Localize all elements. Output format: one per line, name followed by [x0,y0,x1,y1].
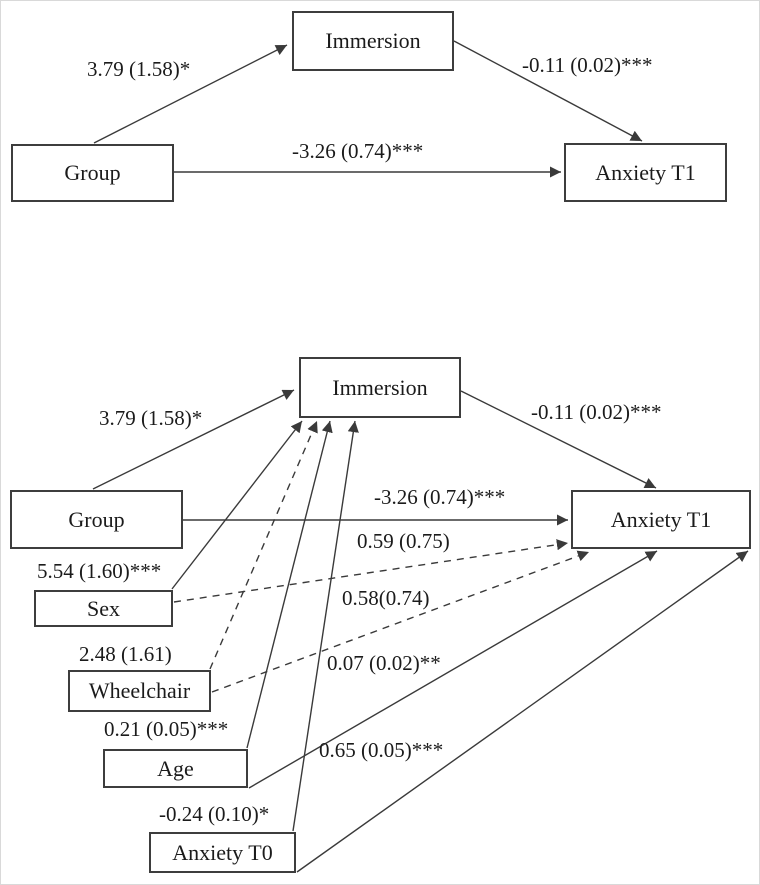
node-label: Sex [87,595,120,621]
node-label: Group [68,506,125,532]
node-top-anxiety-t1: Anxiety T1 [564,143,727,202]
arrow-top-group-to-immersion [93,44,288,144]
node-label: Wheelchair [88,678,191,703]
node-top-immersion: Immersion [292,11,454,71]
edge-label-top-group-immersion: 3.79 (1.58)* [87,57,191,81]
arrow-wheelchair-to-immersion [209,420,318,670]
edge-label-top-immersion-anxiety-t1: -0.11 (0.02)*** [522,53,653,77]
edge-label-age-immersion: 0.21 (0.05)*** [104,717,229,741]
arrow-age-to-anxiety-t1 [248,550,658,789]
node-sex: Sex [34,590,173,627]
node-label: Immersion [332,374,428,400]
arrow-sex-to-anxiety-t1 [173,539,569,603]
arrow-anxiety-t0-to-anxiety-t1 [296,550,749,873]
edge-label-wheelchair-immersion: 2.48 (1.61) [79,642,172,666]
arrow-top-immersion-to-anxiety-t1 [453,40,643,142]
arrow-age-to-immersion [246,420,333,749]
edge-label-age-anxiety-t1: 0.07 (0.02)** [327,651,441,675]
node-label: Anxiety T1 [610,506,712,532]
edge-label-anxiety-t0-anxiety-t1: 0.65 (0.05)*** [319,738,444,762]
node-anxiety-t0: Anxiety T0 [149,832,296,873]
node-label: Age [157,755,194,781]
edge-label-bottom-immersion-anxiety-t1: -0.11 (0.02)*** [531,400,662,424]
arrow-bottom-immersion-to-anxiety-t1 [460,390,657,489]
arrow-bottom-group-to-immersion [92,389,295,490]
node-bottom-group: Group [10,490,183,549]
node-bottom-immersion: Immersion [299,357,461,418]
arrow-wheelchair-to-anxiety-t1 [211,550,590,693]
arrow-anxiety-t0-to-immersion [292,420,359,832]
edge-label-top-group-anxiety-t1: -3.26 (0.74)*** [292,139,424,163]
node-top-group: Group [11,144,174,202]
edge-label-bottom-group-immersion: 3.79 (1.58)* [99,406,203,430]
edge-label-sex-immersion: 5.54 (1.60)*** [37,559,162,583]
node-label: Immersion [325,28,421,53]
edge-label-bottom-group-anxiety-t1: -3.26 (0.74)*** [374,485,506,509]
node-age: Age [103,749,248,788]
node-wheelchair: Wheelchair [68,670,211,712]
edge-label-sex-anxiety-t1: 0.59 (0.75) [357,529,450,553]
edge-label-wheelchair-anxiety-t1: 0.58(0.74) [342,586,430,610]
node-bottom-anxiety-t1: Anxiety T1 [571,490,751,549]
node-label: Anxiety T0 [172,839,273,865]
arrow-sex-to-immersion [171,420,303,590]
node-label: Anxiety T1 [595,159,696,185]
edge-label-anxiety-t0-immersion: -0.24 (0.10)* [159,802,270,826]
node-label: Group [64,160,121,185]
